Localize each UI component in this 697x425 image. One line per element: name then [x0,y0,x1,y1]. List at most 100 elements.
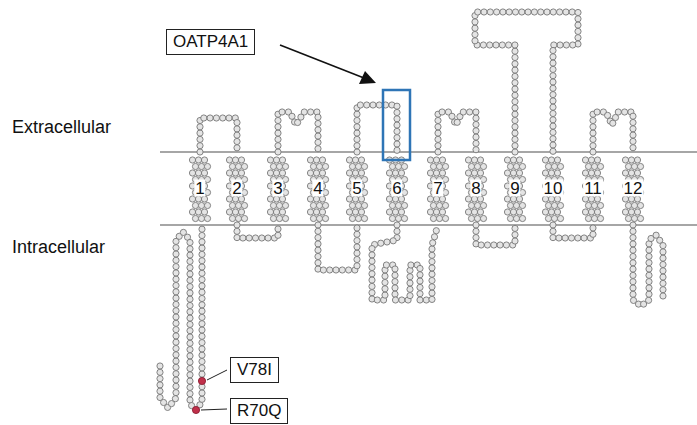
mutation-box: V78I [230,357,279,383]
residue [550,142,556,148]
residue [226,209,232,215]
residue [201,196,207,202]
residue [173,295,179,301]
residue [557,9,563,15]
residue [157,369,163,375]
residue [417,265,423,271]
residue [630,285,636,291]
residue [270,202,276,208]
residue [516,196,522,202]
residue [204,202,210,208]
residue [364,102,370,108]
residue [173,339,179,345]
residue [199,232,205,238]
residue [354,124,360,130]
residue [472,31,478,37]
residue [542,196,548,202]
residue [435,136,441,142]
residue [316,202,322,208]
residue [401,163,407,169]
residue [477,196,483,202]
residue [355,215,361,221]
residue [173,282,179,288]
residue [631,202,637,208]
residue [588,196,594,202]
residue [199,346,205,352]
residue [548,209,554,215]
residue [275,149,281,155]
protein-name-box: OATP4A1 [166,29,255,55]
residue [429,296,435,302]
residue [439,170,445,176]
residue [241,215,247,221]
residue [189,196,195,202]
residue [407,293,413,299]
residue [628,209,634,215]
box-text: OATP4A1 [173,32,248,51]
residue [173,364,179,370]
residue [550,104,556,110]
residue [238,196,244,202]
residue [173,308,179,314]
residue [435,149,441,155]
residue [173,371,179,377]
residue [157,363,163,369]
residue [519,215,525,221]
membrane-line [160,224,697,226]
residue [646,272,652,278]
residue [370,102,376,108]
residue [542,157,548,163]
residue [548,157,554,163]
residue [226,170,232,176]
residue [467,109,473,115]
residue [628,196,634,202]
residue [395,163,401,169]
residue [204,163,210,169]
residue [582,157,588,163]
residue [315,133,321,139]
residue [507,202,513,208]
residue [622,157,628,163]
residue [220,115,226,121]
leader-line [201,409,227,410]
residue [173,301,179,307]
residue [315,228,321,234]
residue [392,279,398,285]
residue [550,222,556,228]
residue [513,215,519,221]
pointer-arrow [280,45,364,78]
residue [319,196,325,202]
residue [512,80,518,86]
residue [187,252,193,258]
residue [355,163,361,169]
residue [550,228,556,234]
residue [575,16,581,22]
residue [605,112,611,118]
residue [512,149,518,155]
residue [594,157,600,163]
residue [401,202,407,208]
residue [313,170,319,176]
residue [660,268,666,274]
residue [588,157,594,163]
residue [197,149,203,155]
residue [474,163,480,169]
residue [315,235,321,241]
residue [465,196,471,202]
residue [279,209,285,215]
residue [512,111,518,117]
residue [204,215,210,221]
residue [352,170,358,176]
residue [550,123,556,129]
residue [550,148,556,154]
residue [199,371,205,377]
residue [556,235,562,241]
residue [442,163,448,169]
residue [267,170,273,176]
residue [625,163,631,169]
residue [315,222,321,228]
residue [630,228,636,234]
residue [354,231,360,237]
residue [472,25,478,31]
residue [631,163,637,169]
